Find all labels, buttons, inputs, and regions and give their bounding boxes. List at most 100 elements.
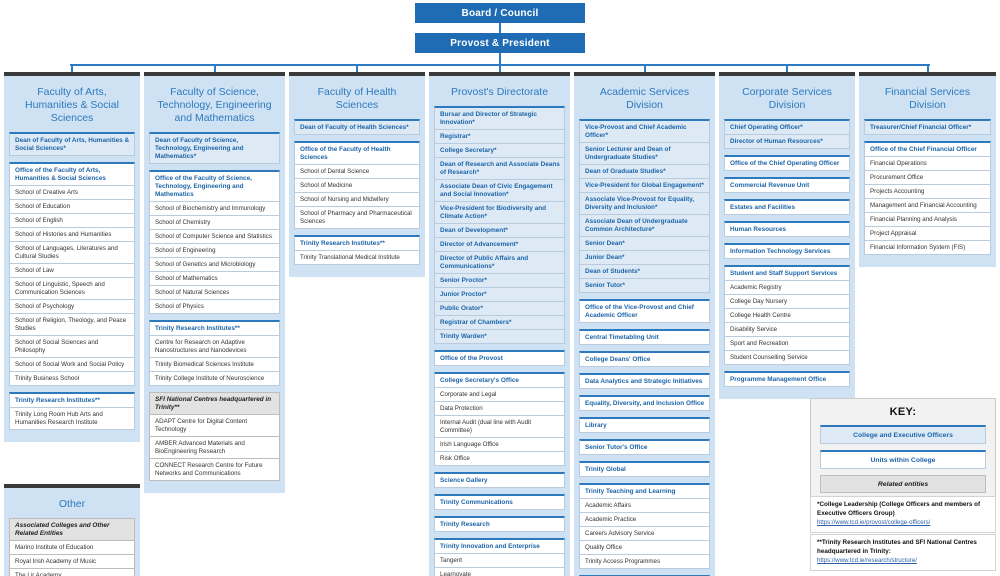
unit-row[interactable]: School of Education	[9, 200, 135, 214]
group-head[interactable]: Commercial Revenue Unit	[724, 177, 850, 193]
unit-row[interactable]: Learnovate	[434, 568, 565, 576]
officer-box[interactable]: Trinity Warden*	[434, 330, 565, 344]
officer-box[interactable]: Vice-Provost and Chief Academic Officer*	[579, 119, 710, 143]
officer-box[interactable]: Vice-President for Biodiversity and Clim…	[434, 202, 565, 224]
officer-box[interactable]: Dean of Research and Associate Deans of …	[434, 158, 565, 180]
unit-row[interactable]: Project Appraisal	[864, 227, 991, 241]
group-head[interactable]: Office of the Chief Financial Officer	[864, 141, 991, 157]
unit-row[interactable]: School of Genetics and Microbiology	[149, 258, 280, 272]
group-head[interactable]: SFI National Centres headquartered in Tr…	[149, 392, 280, 415]
unit-row[interactable]: Centre for Research on Adaptive Nanostru…	[149, 336, 280, 358]
unit-row[interactable]: School of Pharmacy and Pharmaceutical Sc…	[294, 207, 420, 229]
unit-row[interactable]: School of Law	[9, 264, 135, 278]
group-head[interactable]: College Deans' Office	[579, 351, 710, 367]
officer-box[interactable]: Chief Operating Officer*	[724, 119, 850, 135]
provost-president-box[interactable]: Provost & President	[415, 33, 585, 53]
group-head[interactable]: Student and Staff Support Services	[724, 265, 850, 281]
footnote-2-link[interactable]: https://www.tcd.ie/research/structure/	[817, 557, 917, 564]
officer-box[interactable]: Associate Vice-Provost for Equality, Div…	[579, 193, 710, 215]
officer-box[interactable]: Dean of Graduate Studies*	[579, 165, 710, 179]
unit-row[interactable]: School of Chemistry	[149, 216, 280, 230]
group-head[interactable]: Estates and Facilities	[724, 199, 850, 215]
officer-box[interactable]: Senior Lecturer and Dean of Undergraduat…	[579, 143, 710, 165]
group-head[interactable]: Senior Tutor's Office	[579, 439, 710, 455]
unit-row[interactable]: Sport and Recreation	[724, 337, 850, 351]
group-head[interactable]: Library	[579, 417, 710, 433]
group-head[interactable]: Office of the Faculty of Arts, Humanitie…	[9, 162, 135, 186]
unit-row[interactable]: Financial Planning and Analysis	[864, 213, 991, 227]
group-head[interactable]: Equality, Diversity, and Inclusion Offic…	[579, 395, 710, 411]
unit-row[interactable]: School of Religion, Theology, and Peace …	[9, 314, 135, 336]
unit-row[interactable]: School of Languages, Literatures and Cul…	[9, 242, 135, 264]
unit-row[interactable]: Disability Service	[724, 323, 850, 337]
unit-row[interactable]: Trinity Biomedical Sciences Institute	[149, 358, 280, 372]
unit-row[interactable]: Financial Information System (FIS)	[864, 241, 991, 255]
board-council-box[interactable]: Board / Council	[415, 3, 585, 23]
unit-row[interactable]: Trinity Translational Medical Institute	[294, 251, 420, 265]
officer-box[interactable]: Public Orator*	[434, 302, 565, 316]
group-head[interactable]: Office of the Provost	[434, 350, 565, 366]
officer-box[interactable]: Junior Proctor*	[434, 288, 565, 302]
other-row[interactable]: The Lir Academy	[9, 569, 135, 576]
unit-row[interactable]: School of Linguistic, Speech and Communi…	[9, 278, 135, 300]
unit-row[interactable]: School of Psychology	[9, 300, 135, 314]
unit-row[interactable]: School of Creative Arts	[9, 186, 135, 200]
unit-row[interactable]: CONNECT Research Centre for Future Netwo…	[149, 459, 280, 481]
unit-row[interactable]: School of Engineering	[149, 244, 280, 258]
unit-row[interactable]: Quality Office	[579, 541, 710, 555]
unit-row[interactable]: Risk Office	[434, 452, 565, 466]
officer-box[interactable]: Director of Human Resources*	[724, 135, 850, 149]
unit-row[interactable]: AMBER Advanced Materials and BioEngineer…	[149, 437, 280, 459]
unit-row[interactable]: Internal Audit (dual line with Audit Com…	[434, 416, 565, 438]
group-head[interactable]: College Secretary's Office	[434, 372, 565, 388]
unit-row[interactable]: Careers Advisory Service	[579, 527, 710, 541]
unit-row[interactable]: School of Medicine	[294, 179, 420, 193]
unit-row[interactable]: School of Histories and Humanities	[9, 228, 135, 242]
officer-box[interactable]: Dean of Faculty of Science, Technology, …	[149, 132, 280, 164]
other-row[interactable]: Royal Irish Academy of Music	[9, 555, 135, 569]
footnote-1-link[interactable]: https://www.tcd.ie/provost/college-offic…	[817, 519, 931, 526]
unit-row[interactable]: Irish Language Office	[434, 438, 565, 452]
unit-row[interactable]: Financial Operations	[864, 157, 991, 171]
officer-box[interactable]: Senior Dean*	[579, 237, 710, 251]
officer-box[interactable]: Dean of Students*	[579, 265, 710, 279]
group-head[interactable]: Office of the Faculty of Health Sciences	[294, 141, 420, 165]
group-head[interactable]: Trinity Research Institutes**	[294, 235, 420, 251]
group-head[interactable]: Central Timetabling Unit	[579, 329, 710, 345]
unit-row[interactable]: College Day Nursery	[724, 295, 850, 309]
unit-row[interactable]: School of Mathematics	[149, 272, 280, 286]
unit-row[interactable]: Trinity Access Programmes	[579, 555, 710, 569]
group-head[interactable]: Trinity Research Institutes**	[9, 392, 135, 408]
unit-row[interactable]: Trinity Long Room Hub Arts and Humanitie…	[9, 408, 135, 430]
group-head[interactable]: Programme Management Office	[724, 371, 850, 387]
group-head[interactable]: Office of the Vice-Provost and Chief Aca…	[579, 299, 710, 323]
unit-row[interactable]: College Health Centre	[724, 309, 850, 323]
unit-row[interactable]: Procurement Office	[864, 171, 991, 185]
group-head[interactable]: Information Technology Services	[724, 243, 850, 259]
officer-box[interactable]: Treasurer/Chief Financial Officer*	[864, 119, 991, 135]
officer-box[interactable]: Associate Dean of Undergraduate Common A…	[579, 215, 710, 237]
officer-box[interactable]: Dean of Development*	[434, 224, 565, 238]
group-head[interactable]: Trinity Global	[579, 461, 710, 477]
unit-row[interactable]: School of English	[9, 214, 135, 228]
officer-box[interactable]: College Secretary*	[434, 144, 565, 158]
unit-row[interactable]: School of Social Sciences and Philosophy	[9, 336, 135, 358]
unit-row[interactable]: Student Counselling Service	[724, 351, 850, 365]
unit-row[interactable]: Trinity College Institute of Neuroscienc…	[149, 372, 280, 386]
group-head[interactable]: Trinity Research Institutes**	[149, 320, 280, 336]
unit-row[interactable]: Academic Registry	[724, 281, 850, 295]
unit-row[interactable]: Tangent	[434, 554, 565, 568]
group-head[interactable]: Office of the Chief Operating Officer	[724, 155, 850, 171]
unit-row[interactable]: School of Nursing and Midwifery	[294, 193, 420, 207]
officer-box[interactable]: Associate Dean of Civic Engagement and S…	[434, 180, 565, 202]
unit-row[interactable]: Projects Accounting	[864, 185, 991, 199]
group-head[interactable]: Science Gallery	[434, 472, 565, 488]
officer-box[interactable]: Registrar*	[434, 130, 565, 144]
officer-box[interactable]: Bursar and Director of Strategic Innovat…	[434, 106, 565, 130]
officer-box[interactable]: Senior Proctor*	[434, 274, 565, 288]
officer-box[interactable]: Junior Dean*	[579, 251, 710, 265]
unit-row[interactable]: Data Protection	[434, 402, 565, 416]
unit-row[interactable]: Corporate and Legal	[434, 388, 565, 402]
group-head[interactable]: Trinity Teaching and Learning	[579, 483, 710, 499]
unit-row[interactable]: Academic Practice	[579, 513, 710, 527]
